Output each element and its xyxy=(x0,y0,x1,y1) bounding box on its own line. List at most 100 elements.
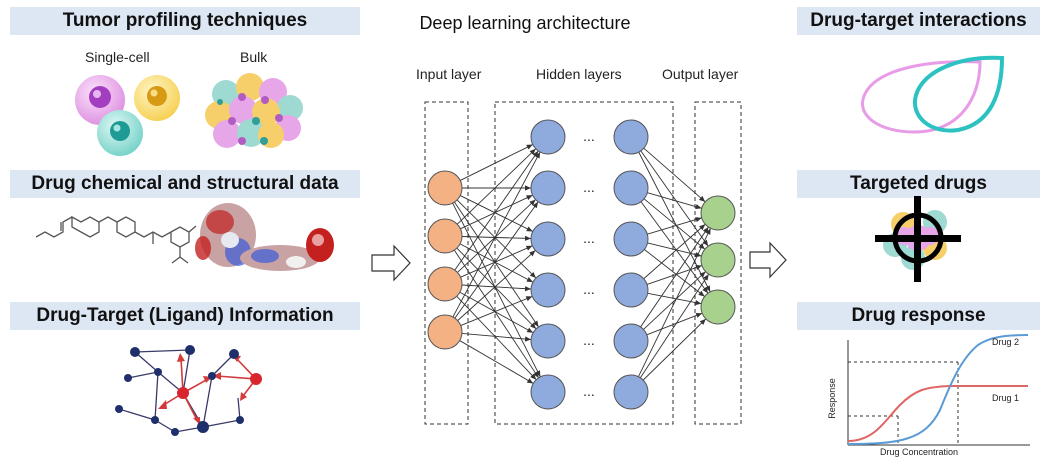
hidden-output-edge-arrowhead xyxy=(695,312,703,318)
bulk-tumor-cluster-icon xyxy=(205,73,303,148)
hidden-output-edge xyxy=(643,223,706,280)
hidden-output-edge xyxy=(647,292,702,305)
hidden-output-edge-arrowhead xyxy=(699,224,706,231)
hidden-node xyxy=(530,374,566,410)
output-layer-label: Output layer xyxy=(662,66,739,82)
cyan-cell-icon xyxy=(97,110,143,156)
input-hidden-edge xyxy=(457,199,536,273)
hidden-layers-frame xyxy=(494,101,674,425)
hidden-output-edge-arrowhead xyxy=(694,300,702,306)
hidden-output-edge xyxy=(646,265,703,285)
input-hidden-edge-arrowhead xyxy=(532,201,539,209)
hidden-node xyxy=(613,374,649,410)
output-node xyxy=(700,242,736,278)
hidden-output-edge xyxy=(646,312,703,336)
input-hidden-edge xyxy=(456,148,537,225)
ellipsis-marker: ... xyxy=(583,230,595,246)
response-axis-label: Response xyxy=(826,378,837,419)
hidden-layers-label: Hidden layers xyxy=(536,66,622,82)
input-hidden-edge xyxy=(452,151,541,318)
hidden-output-edge-arrowhead xyxy=(695,217,702,223)
targeted-drugs-header: Targeted drugs xyxy=(797,170,1040,198)
input-hidden-edge-arrowhead xyxy=(525,245,533,251)
input-hidden-edge-arrowhead xyxy=(524,235,532,241)
ellipsis-marker: ... xyxy=(583,281,595,297)
input-hidden-edge-arrowhead xyxy=(532,320,539,327)
hidden-output-edge-arrowhead xyxy=(695,265,702,270)
hidden-output-edge-arrowhead xyxy=(705,285,711,292)
hidden-output-edge xyxy=(640,150,709,247)
output-node xyxy=(700,195,736,231)
hidden-node xyxy=(613,119,649,155)
input-hidden-edge xyxy=(454,150,539,271)
drug-response-curve-chart xyxy=(847,334,1030,446)
input-hidden-edge-arrowhead xyxy=(526,195,533,201)
input-hidden-edge xyxy=(461,236,532,239)
input-hidden-edge xyxy=(457,250,536,321)
ligand-network-graph xyxy=(115,345,262,436)
chemical-data-header: Drug chemical and structural data xyxy=(10,170,360,198)
input-hidden-edge xyxy=(453,249,540,379)
single-cell-label: Single-cell xyxy=(85,49,150,65)
input-hidden-edge-arrowhead xyxy=(529,148,536,155)
input-node xyxy=(427,266,463,302)
input-node xyxy=(427,314,463,350)
input-hidden-edge-arrowhead xyxy=(530,373,537,380)
input-hidden-edge xyxy=(459,291,534,334)
input-hidden-edge xyxy=(460,296,533,326)
hidden-output-edge-arrowhead xyxy=(698,290,705,297)
left-flow-arrow-icon xyxy=(371,244,411,282)
input-hidden-edge-arrowhead xyxy=(529,250,536,257)
input-hidden-edge xyxy=(460,245,533,278)
hidden-output-edge-arrowhead xyxy=(695,204,702,210)
hidden-output-edge xyxy=(647,192,702,209)
hidden-output-edge xyxy=(640,226,709,328)
input-hidden-edge xyxy=(459,340,534,384)
hidden-output-edge xyxy=(647,217,702,235)
architecture-title: Deep learning architecture xyxy=(419,13,631,33)
hidden-output-edge-arrowhead xyxy=(702,286,708,294)
input-hidden-edge-arrowhead xyxy=(529,199,536,206)
drug-1-label: Drug 1 xyxy=(992,393,1020,403)
hidden-node xyxy=(530,323,566,359)
right-flow-arrow-icon xyxy=(749,241,787,279)
input-hidden-edge xyxy=(461,333,532,340)
input-hidden-edge xyxy=(456,247,537,330)
input-hidden-edge-arrowhead xyxy=(534,152,541,159)
hidden-output-edge xyxy=(643,198,706,250)
network-connections xyxy=(452,144,711,384)
input-hidden-edge xyxy=(452,202,541,378)
output-node xyxy=(700,289,736,325)
drug-2-label: Drug 2 xyxy=(992,337,1020,347)
input-node xyxy=(427,218,463,254)
hidden-node xyxy=(530,272,566,308)
input-hidden-edge-arrowhead xyxy=(526,226,533,232)
ellipsis-column: .................. xyxy=(583,128,595,399)
protein-structure-icon xyxy=(195,203,334,271)
input-hidden-edge-arrowhead xyxy=(526,277,533,283)
input-hidden-edge-arrowhead xyxy=(533,371,539,378)
input-hidden-edge xyxy=(456,295,537,381)
input-hidden-edge xyxy=(461,284,532,290)
hidden-output-edge-arrowhead xyxy=(698,195,706,202)
drug-concentration-axis-label: Drug Concentration xyxy=(880,447,959,457)
hidden-output-edge xyxy=(639,273,710,379)
input-hidden-edge xyxy=(454,201,539,319)
crosshair-target-icon xyxy=(875,196,961,282)
input-hidden-edge xyxy=(460,194,533,230)
hidden-node xyxy=(530,221,566,257)
hidden-output-edge xyxy=(640,201,709,294)
hidden-node xyxy=(530,170,566,206)
input-hidden-edge-arrowhead xyxy=(530,322,537,329)
hidden-node xyxy=(613,272,649,308)
hidden-output-edge xyxy=(644,249,705,297)
input-hidden-edge xyxy=(459,243,534,283)
hidden-output-edge xyxy=(643,147,706,203)
hidden-output-edge xyxy=(642,318,707,381)
input-hidden-edge-arrowhead xyxy=(525,296,533,302)
input-hidden-edge-arrowhead xyxy=(526,327,534,333)
hidden-output-edge xyxy=(647,242,702,257)
hidden-output-edge-arrowhead xyxy=(705,228,711,235)
